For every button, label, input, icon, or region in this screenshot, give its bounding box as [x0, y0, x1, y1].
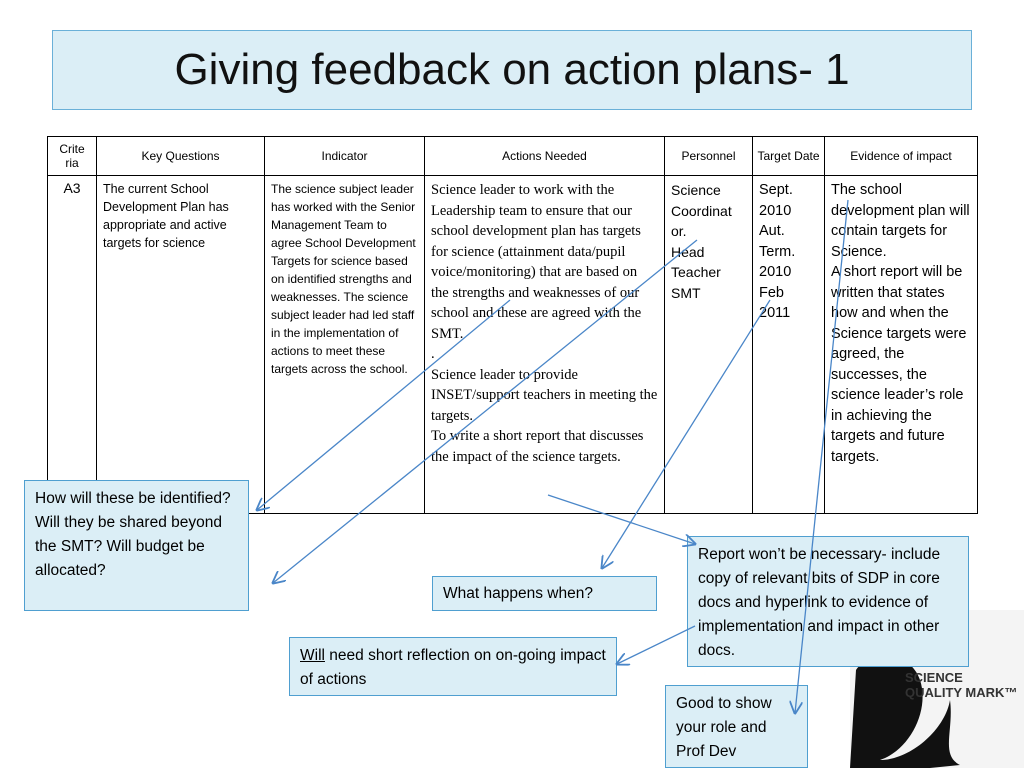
header-personnel: Personnel: [664, 136, 753, 176]
evidence-item: The school development plan will contain…: [831, 182, 970, 260]
action-item: To write a short report that discusses t…: [431, 428, 644, 465]
action-item: Science leader to work with the Leadersh…: [431, 182, 642, 342]
action-item: Science leader to provide INSET/support …: [431, 366, 658, 424]
action-item: .: [431, 346, 435, 362]
comment-role: Good to show your role and Prof Dev: [665, 685, 808, 768]
header-target-date: Target Date: [752, 136, 825, 176]
date-item: Feb 2011: [759, 284, 791, 322]
cell-indicator: The science subject leader has worked wi…: [264, 175, 425, 514]
cell-criteria: A3: [47, 175, 97, 514]
header-actions-needed: Actions Needed: [424, 136, 665, 176]
personnel-item: Head Teacher: [671, 243, 721, 281]
date-item: Sept. 2010: [759, 182, 793, 219]
cell-key-question: The current School Development Plan has …: [96, 175, 265, 514]
comment-reflection: Will need short reflection on on-going i…: [289, 637, 617, 696]
comment-what-happens-when: What happens when?: [432, 576, 657, 611]
cell-evidence: The school development plan will contain…: [824, 175, 978, 514]
cell-actions: Science leader to work with the Leadersh…: [424, 175, 665, 514]
cell-personnel: Science Coordinat or. Head Teacher SMT: [664, 175, 753, 514]
arrow-to-reflection: [617, 625, 696, 664]
evidence-item: A short report will be written that stat…: [831, 264, 967, 465]
logo-text-line2: QUALITY MARK™: [905, 685, 1018, 700]
slide-title: Giving feedback on action plans- 1: [174, 45, 850, 94]
comment-report: Report won’t be necessary- include copy …: [687, 536, 969, 667]
header-key-questions: Key Questions: [96, 136, 265, 176]
header-indicator: Indicator: [264, 136, 425, 176]
action-plan-table: Crite ria Key Questions Indicator Action…: [47, 136, 978, 514]
table-header-row: Crite ria Key Questions Indicator Action…: [47, 136, 978, 176]
title-box: Giving feedback on action plans- 1: [52, 30, 972, 110]
header-evidence: Evidence of impact: [824, 136, 978, 176]
comment-reflection-underlined: Will: [300, 647, 325, 664]
header-criteria: Crite ria: [47, 136, 97, 176]
comment-reflection-rest: need short reflection on on-going impact…: [300, 647, 606, 688]
table-row: A3 The current School Development Plan h…: [47, 175, 978, 514]
personnel-item: Science Coordinat or.: [671, 182, 732, 239]
comment-identified: How will these be identified? Will they …: [24, 480, 249, 611]
date-item: Aut. Term. 2010: [759, 223, 796, 280]
cell-target-date: Sept. 2010 Aut. Term. 2010 Feb 2011: [752, 175, 825, 514]
personnel-item: SMT: [671, 284, 701, 301]
